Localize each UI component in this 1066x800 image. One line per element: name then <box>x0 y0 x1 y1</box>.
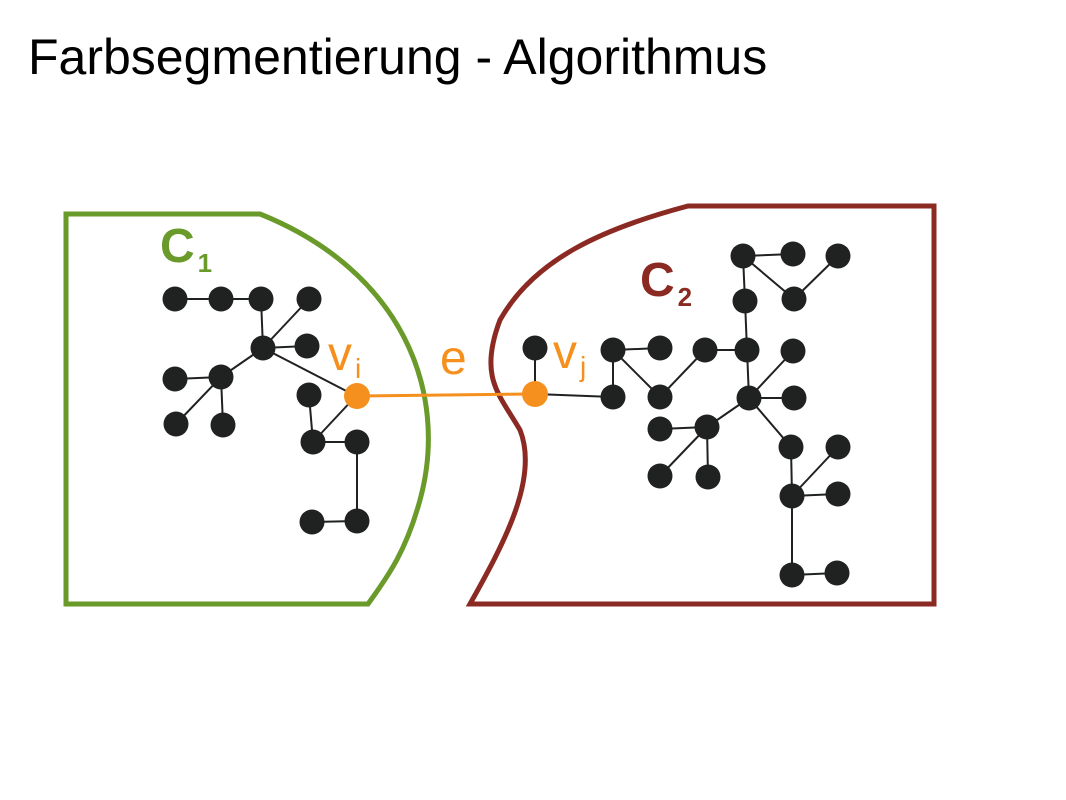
graph-node <box>824 560 850 586</box>
graph-node <box>781 385 807 411</box>
label-vj-subscript: j <box>579 351 586 382</box>
graph-node <box>294 333 320 359</box>
graph-node <box>732 288 758 314</box>
graph-node <box>210 412 236 438</box>
slide-title: Farbsegmentierung - Algorithmus <box>28 29 768 85</box>
graph-node <box>344 508 370 534</box>
vertex-vj <box>522 381 548 407</box>
graph-node <box>300 429 326 455</box>
label-e: e <box>440 332 467 385</box>
graph-node <box>162 366 188 392</box>
graph-node <box>825 243 851 269</box>
graph-node <box>522 335 548 361</box>
graph-node <box>296 286 322 312</box>
vertex-vi <box>344 383 370 409</box>
graph-node <box>208 364 234 390</box>
graph-node <box>296 382 322 408</box>
graph-node <box>344 429 370 455</box>
graph-node <box>781 286 807 312</box>
graph-node <box>248 286 274 312</box>
label-vj-letter: v <box>553 326 577 379</box>
graph-node <box>779 483 805 509</box>
graph-node <box>778 434 804 460</box>
label-c2-letter: C <box>640 254 675 307</box>
label-c2-subscript: 2 <box>678 282 692 312</box>
graph-node <box>780 241 806 267</box>
c2-nodes <box>522 241 851 588</box>
label-vi-subscript: i <box>355 353 361 384</box>
graph-node <box>162 286 188 312</box>
graph-node <box>694 414 720 440</box>
label-vi-letter: v <box>328 328 352 381</box>
graph-node <box>734 337 760 363</box>
graph-node <box>695 464 721 490</box>
graph-node <box>299 509 325 535</box>
graph-node <box>736 385 762 411</box>
graph-node <box>730 243 756 269</box>
label-c1-subscript: 1 <box>198 248 212 278</box>
graph-node <box>163 411 189 437</box>
graph-node <box>600 337 626 363</box>
graph-node <box>779 562 805 588</box>
component-c2-boundary <box>465 203 937 607</box>
graph-node <box>250 335 276 361</box>
graph-node <box>692 337 718 363</box>
c1-nodes <box>162 286 370 535</box>
graph-node <box>600 384 626 410</box>
graph-node <box>825 434 851 460</box>
graph-node <box>208 286 234 312</box>
component-c1-boundary <box>63 211 431 607</box>
graph-node <box>780 338 806 364</box>
label-c1-letter: C <box>160 220 195 273</box>
graph-node <box>647 384 673 410</box>
graph-node <box>825 481 851 507</box>
graph-node <box>647 416 673 442</box>
edge-e <box>356 392 536 398</box>
graph-node <box>647 335 673 361</box>
graph-node <box>647 463 673 489</box>
